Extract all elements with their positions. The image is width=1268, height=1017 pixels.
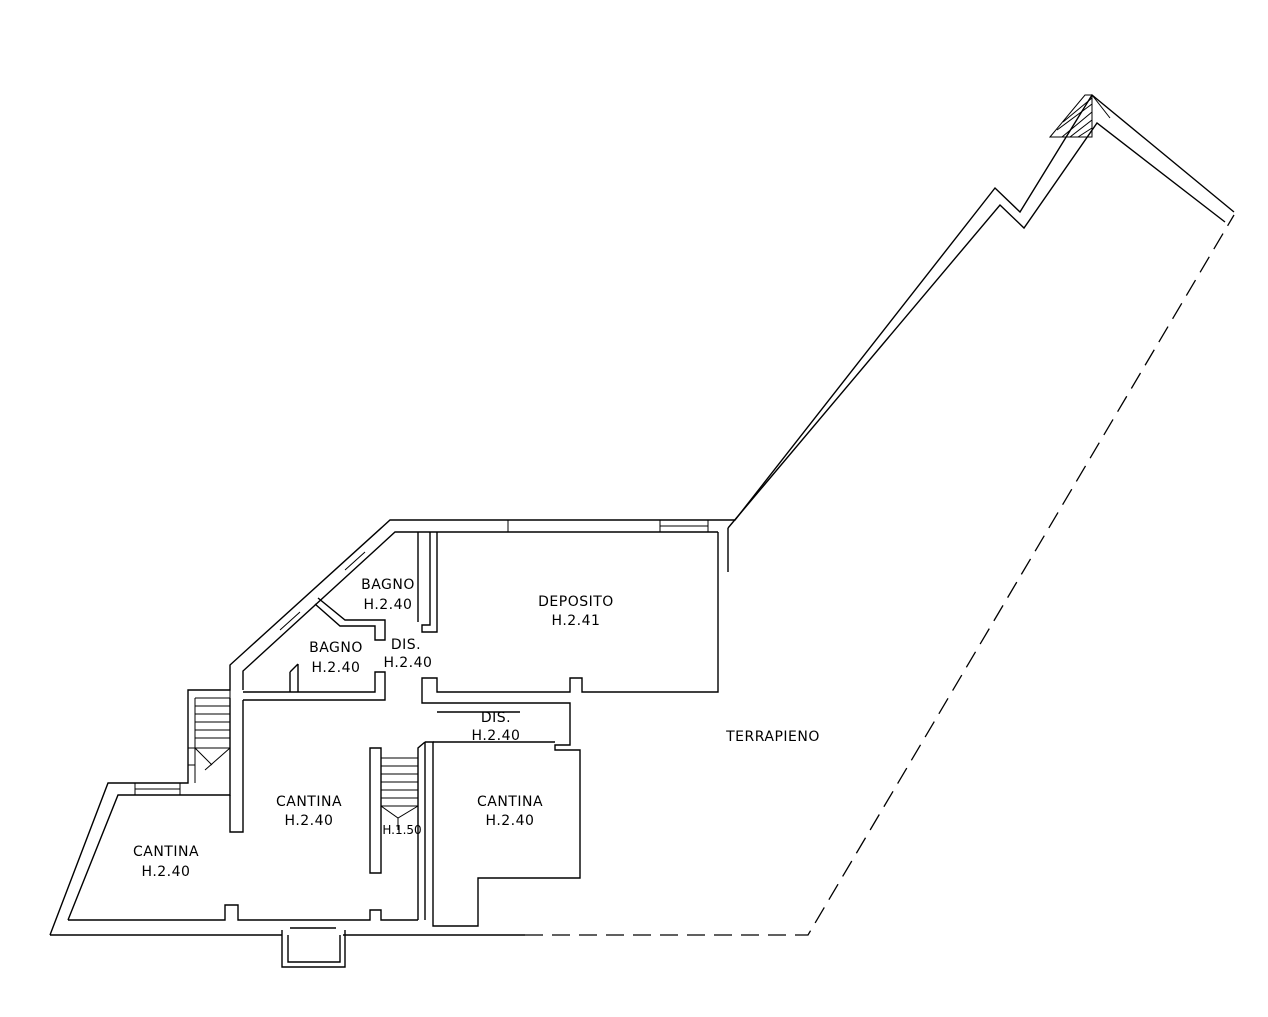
room-labels: BAGNO H.2.40 BAGNO H.2.40 DIS. H.2.40 DE… [133, 577, 820, 880]
room-deposito-height: H.2.41 [552, 613, 601, 629]
stair-top-right [1048, 94, 1111, 138]
terrapieno-label: TERRAPIENO [725, 729, 820, 745]
room-bagno-lower-height: H.2.40 [312, 660, 361, 676]
stair-left [187, 689, 231, 783]
room-dis-lower-name: DIS. [481, 710, 511, 726]
room-bagno-lower-name: BAGNO [309, 640, 363, 656]
interior-walls [229, 532, 719, 927]
room-dis-upper-name: DIS. [391, 637, 421, 653]
room-bagno-upper-height: H.2.40 [364, 597, 413, 613]
outer-walls [49, 93, 1235, 968]
room-cantina-right-height: H.2.40 [486, 813, 535, 829]
terrapieno-boundary [525, 214, 1235, 936]
room-dis-lower-height: H.2.40 [472, 728, 521, 744]
room-bagno-upper-name: BAGNO [361, 577, 415, 593]
room-cantina-center-height: H.2.40 [285, 813, 334, 829]
room-cantina-left-height: H.2.40 [142, 864, 191, 880]
room-dis-upper-height: H.2.40 [384, 655, 433, 671]
room-cantina-center-name: CANTINA [276, 794, 342, 810]
room-cantina-right-name: CANTINA [477, 794, 543, 810]
room-cantina-left-name: CANTINA [133, 844, 199, 860]
stair-height-label: H.1.50 [382, 823, 421, 837]
stair-central [380, 757, 419, 830]
room-deposito-name: DEPOSITO [538, 594, 614, 610]
